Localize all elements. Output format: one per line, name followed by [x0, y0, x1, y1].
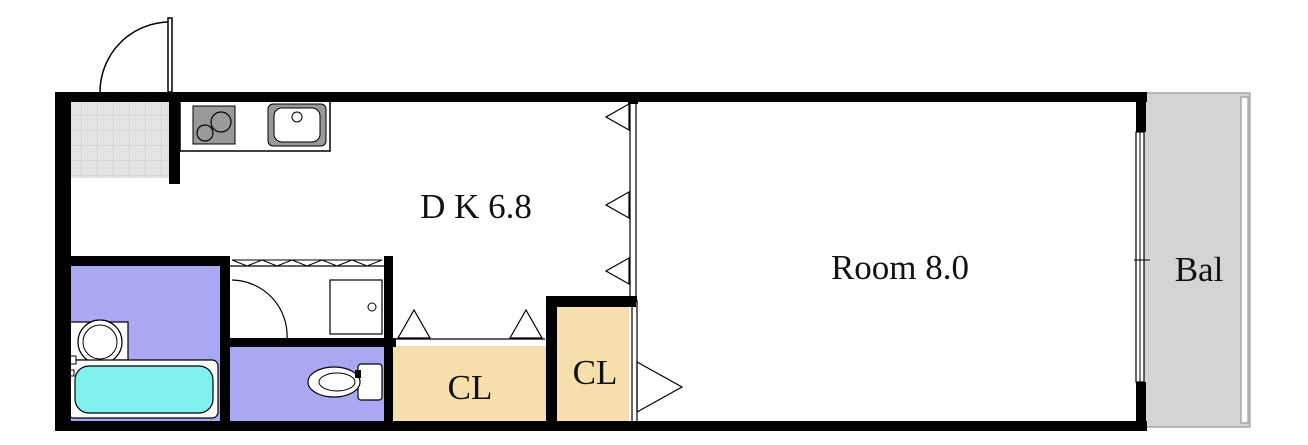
washbasin-inner — [82, 324, 118, 360]
kitchen-counter — [179, 100, 331, 152]
door-swing-icon — [99, 17, 173, 93]
stove-icon — [192, 105, 236, 145]
pan-drain — [367, 302, 377, 312]
door-mark-2 — [604, 190, 630, 220]
shelf-marks — [231, 259, 383, 267]
wall-closet-divider — [546, 296, 557, 431]
wall-entrance-east — [169, 92, 180, 184]
dk-label: D K 6.8 — [420, 187, 532, 226]
entrance-tile-floor — [66, 101, 169, 178]
kitchen-sink-icon — [267, 103, 327, 147]
walls — [55, 92, 1147, 431]
sliding-doors — [604, 100, 684, 424]
closet-1-doors — [395, 308, 545, 340]
closet-2-door-mark — [636, 360, 684, 414]
wall-bath-north — [55, 256, 230, 266]
wall-south — [55, 421, 1147, 431]
burner-left — [196, 124, 214, 142]
sink-drain — [291, 111, 303, 123]
bathtub-icon — [67, 355, 219, 419]
toilet-icon — [307, 363, 383, 401]
closet-2-floor — [557, 307, 629, 424]
balcony-label: Bal — [1175, 250, 1224, 289]
toilet-seat — [318, 372, 356, 392]
closet-1-door-left — [396, 308, 432, 339]
door-mark-3 — [604, 256, 630, 286]
balcony-area — [1143, 92, 1251, 428]
room-label: Room 8.0 — [831, 248, 969, 287]
door-mark-1 — [604, 102, 630, 132]
wall-closet-1-north — [384, 338, 396, 347]
laundry-area — [228, 259, 386, 341]
burner-right — [210, 111, 232, 133]
door-arc — [99, 21, 171, 93]
closet-1-door-right — [508, 308, 544, 339]
balcony-railing — [1240, 96, 1249, 424]
door-leaf — [167, 17, 173, 93]
washbasin-bowl — [77, 319, 123, 365]
toilet-tank — [357, 363, 383, 401]
sink-basin — [273, 107, 321, 143]
wall-closet-2-north — [546, 296, 636, 307]
bathtub-basin — [74, 365, 214, 414]
wall-north — [55, 92, 1147, 102]
wall-partition-top — [628, 92, 638, 104]
washing-machine-pan-icon — [329, 279, 383, 335]
washroom-door-arc — [231, 279, 288, 341]
closet-2-label: CL — [573, 353, 618, 392]
toilet-flush — [355, 370, 361, 378]
wall-partition-joint — [628, 296, 637, 302]
closet-1-label: CL — [448, 368, 493, 407]
closet-1-floor — [392, 346, 547, 424]
balcony — [1143, 92, 1251, 428]
toilet-bowl — [307, 366, 361, 398]
wall-east-upper — [1136, 92, 1146, 132]
wall-toilet-north — [220, 338, 395, 347]
washbasin-icon — [65, 319, 129, 365]
wall-east-lower — [1136, 382, 1146, 431]
